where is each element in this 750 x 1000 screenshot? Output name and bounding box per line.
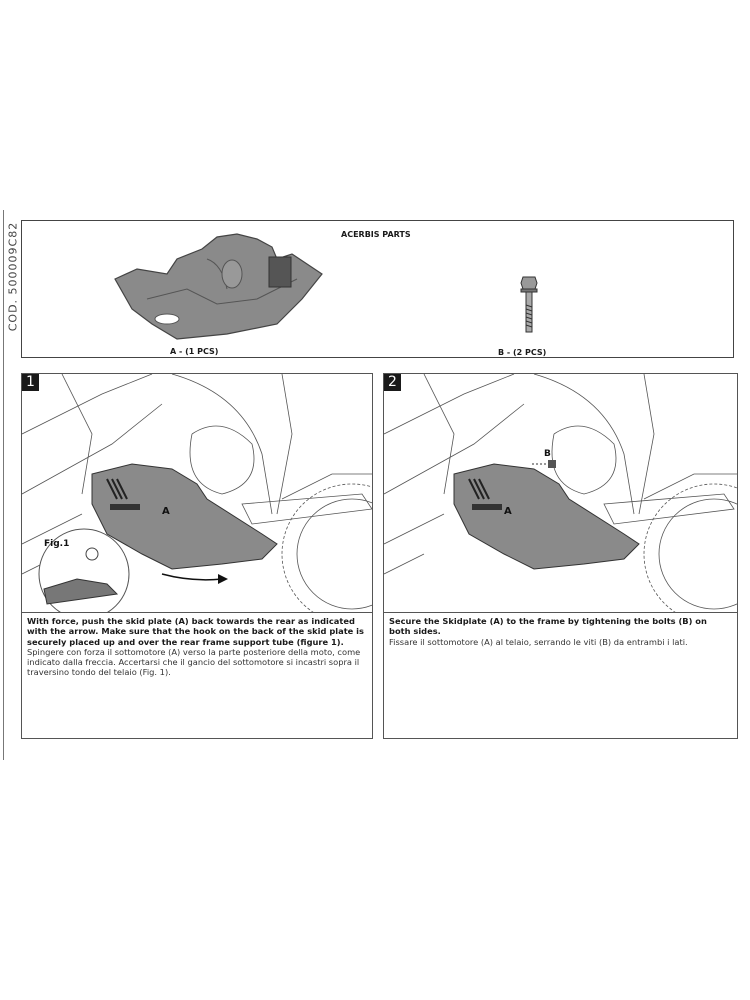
part-b-label: B - (2 PCS) <box>498 348 547 357</box>
document-code: COD. 500009C82 <box>6 221 20 332</box>
step-1-text-it: Spingere con forza il sottomotore (A) ve… <box>27 646 361 678</box>
step-1-illustration: A Fig.1 <box>22 374 372 613</box>
step-2-text-it: Fissare il sottomotore (A) al telaio, se… <box>389 636 688 647</box>
part-a-label: A - (1 PCS) <box>170 347 219 356</box>
step-1-text-en: With force, push the skid plate (A) back… <box>27 616 364 647</box>
step-2-panel: 2 A B Secure the Skidplate (A) to the fr… <box>383 373 738 739</box>
bolt-b-marker: B <box>544 449 551 459</box>
step-number: 2 <box>384 374 401 391</box>
bolt-icon <box>548 460 556 468</box>
motorcycle-drawing: A Fig.1 <box>22 374 372 612</box>
skid-plate-illustration <box>114 233 323 340</box>
figure-1-label: Fig.1 <box>44 539 69 549</box>
part-a-marker: A <box>504 506 512 517</box>
parts-title: ACERBIS PARTS <box>341 230 411 239</box>
motorcycle-drawing: A B <box>384 374 737 612</box>
margin-line <box>3 210 4 760</box>
step-2-instructions: Secure the Skidplate (A) to the frame by… <box>389 616 731 647</box>
parts-box: ACERBIS PARTS A - (1 PCS) B - (2 PCS) <box>21 220 734 358</box>
bolt-illustration <box>520 276 538 333</box>
step-2-illustration: A B <box>384 374 737 613</box>
step-1-instructions: With force, push the skid plate (A) back… <box>27 616 366 678</box>
push-arrow-icon <box>161 573 223 581</box>
step-number: 1 <box>22 374 39 391</box>
step-1-panel: 1 A Fig.1 With force, push the s <box>21 373 373 739</box>
part-a-marker: A <box>162 506 170 517</box>
step-2-text-en: Secure the Skidplate (A) to the frame by… <box>389 616 707 637</box>
